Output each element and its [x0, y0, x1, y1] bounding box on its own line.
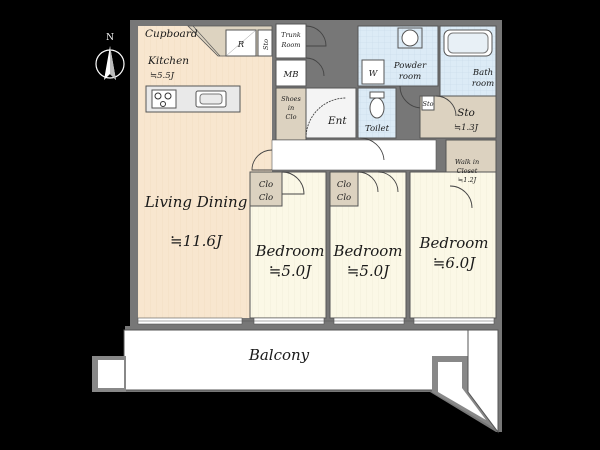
- bedroom1-label: Bedroom: [255, 242, 325, 260]
- walk-in-closet-label: Walk in: [455, 158, 479, 166]
- bedrooms: [249, 171, 497, 319]
- closet-label-3: Clo: [337, 180, 351, 190]
- bath-room-label: Bath: [472, 68, 493, 78]
- hallway: [271, 139, 437, 171]
- sto-small2-label: Sto: [423, 100, 434, 108]
- toilet-label: Toilet: [365, 124, 390, 134]
- entrance-label: Ent: [327, 115, 347, 127]
- shoes-label-3: Clo: [286, 113, 297, 121]
- shoes-label: Shoes: [281, 95, 301, 103]
- fridge-area: [225, 29, 273, 57]
- room-labels: Cupboard Kitchen ≒5.5J R Sto Trunk Room …: [144, 28, 494, 364]
- entrance: [275, 87, 357, 141]
- living-dining-label: Living Dining: [144, 193, 248, 211]
- balcony: [92, 329, 499, 434]
- trunk-room-label: Trunk: [281, 31, 301, 39]
- bedroom3-size: ≒6.0J: [433, 254, 476, 272]
- bedroom1-size: ≒5.0J: [269, 262, 312, 280]
- living-dining-size: ≒11.6J: [170, 232, 223, 250]
- fridge-label: R: [237, 40, 245, 50]
- shoes-label-2: in: [288, 104, 294, 112]
- mb-label: MB: [283, 70, 299, 80]
- closet-label-1: Clo: [259, 180, 273, 190]
- kitchen-label: Kitchen: [147, 55, 189, 67]
- utility-block: [275, 23, 327, 87]
- powder-room: [357, 25, 439, 109]
- powder-room-label-2: room: [399, 72, 421, 82]
- bedroom2-label: Bedroom: [333, 242, 403, 260]
- cupboard-label: Cupboard: [145, 28, 198, 40]
- toilet-room: [357, 87, 397, 161]
- north-arrow-icon: [95, 46, 125, 80]
- north-label: N: [106, 33, 114, 43]
- storage-size: ≒1.3J: [454, 123, 479, 133]
- walk-in-closet-size: ≒1.2J: [458, 176, 477, 184]
- living-door: [251, 149, 273, 171]
- walk-in-closet-label-2: Closet: [457, 167, 478, 175]
- balcony-label: Balcony: [248, 346, 310, 364]
- kitchen-counter: [145, 85, 241, 113]
- powder-room-label: Powder: [393, 61, 427, 71]
- bath-room-label-2: room: [472, 79, 494, 89]
- closet-label-4: Clo: [337, 193, 351, 203]
- trunk-room-label-2: Room: [281, 41, 301, 49]
- storage-label: Sto: [457, 107, 475, 119]
- closet-label-2: Clo: [259, 193, 273, 203]
- bedroom3-label: Bedroom: [419, 234, 489, 252]
- windows: [137, 317, 495, 325]
- storage-room: [419, 95, 497, 139]
- bedroom2-size: ≒5.0J: [347, 262, 390, 280]
- kitchen-size: ≒5.5J: [150, 71, 175, 81]
- washer-label: W: [369, 69, 379, 79]
- storage-small-label: Sto: [262, 39, 270, 50]
